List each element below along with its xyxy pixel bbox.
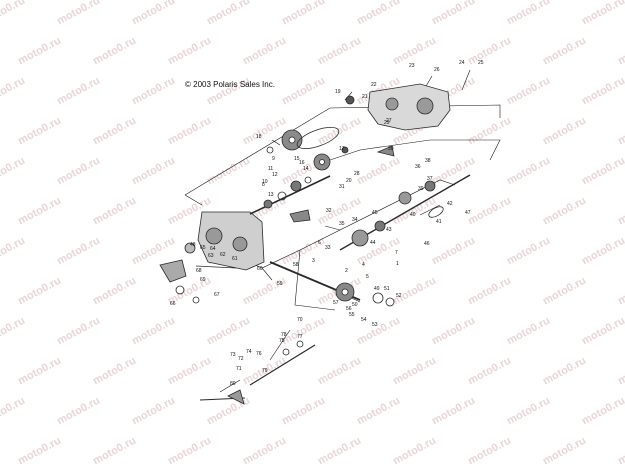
part-callout-number: 28 — [354, 171, 360, 177]
part-callout-number: 26 — [434, 67, 440, 73]
part-callout-number: 63 — [208, 253, 214, 259]
part-callout-number: 68 — [196, 268, 202, 274]
assembly-guide-line-shaft2 — [261, 267, 273, 281]
part-callout-number: 44 — [370, 240, 376, 246]
bracket-part — [289, 209, 311, 223]
assembly-guide-line-left — [184, 194, 203, 206]
copyright-notice: © 2003 Polaris Sales Inc. — [185, 80, 275, 89]
part-callout-number: 32 — [326, 208, 332, 214]
assembly-guide-line-shaft — [294, 249, 336, 311]
part-callout-number: 17 — [339, 146, 345, 152]
part-callout-number: 4 — [362, 262, 365, 268]
part-callout-number: 9 — [272, 156, 275, 162]
part-callout-number: 40 — [410, 212, 416, 218]
part-callout-number: 23 — [409, 63, 415, 69]
part-callout-number: 58 — [293, 262, 299, 268]
part-callout-number: 49 — [374, 286, 380, 292]
part-callout-number: 66 — [170, 301, 176, 307]
part-callout-number: 41 — [436, 219, 442, 225]
part-callout-number: 51 — [384, 286, 390, 292]
part-callout-number: 19 — [335, 89, 341, 95]
part-callout-number: 35 — [339, 221, 345, 227]
part-callout-number: 8 — [262, 182, 265, 188]
part-callout-number: 73 — [230, 352, 236, 358]
part-callout-number: 20 — [346, 178, 352, 184]
part-callout-number: 11 — [268, 166, 273, 172]
part-callout-number: 3 — [312, 258, 315, 264]
part-callout-number: 22 — [371, 82, 377, 88]
countershaft-part — [249, 175, 331, 215]
drive-chain-part — [296, 126, 340, 150]
part-callout-number: 54 — [361, 317, 367, 323]
part-callout-number: 1 — [396, 261, 399, 267]
part-callout-number: 70 — [297, 317, 303, 323]
part-callout-number: 77 — [297, 334, 303, 340]
part-callout-number: 13 — [268, 192, 274, 198]
part-callout-number: 50 — [352, 302, 358, 308]
part-callout-number: 52 — [396, 293, 402, 299]
shift-linkage-part — [159, 259, 187, 283]
part-callout-number: 62 — [220, 252, 226, 258]
part-callout-number: 61 — [232, 256, 238, 262]
part-callout-number: 36 — [415, 164, 421, 170]
part-callout-number: 7 — [395, 250, 398, 256]
part-callout-number: 67 — [214, 292, 220, 298]
part-callout-number: 33 — [325, 245, 331, 251]
part-callout-number: 45 — [372, 210, 378, 216]
part-callout-number: 79 — [262, 368, 268, 374]
part-callout-number: 76 — [256, 351, 262, 357]
assembly-guide-line-mid — [329, 139, 501, 161]
part-callout-number: 21 — [362, 94, 368, 100]
part-callout-number: 10 — [262, 179, 268, 185]
transmission-cover-part — [367, 83, 451, 131]
part-callout-number: 18 — [256, 134, 262, 140]
part-callout-number: 71 — [236, 366, 242, 372]
part-callout-number: 46 — [424, 241, 430, 247]
part-callout-number: 74 — [246, 349, 252, 355]
part-callout-number: 56 — [346, 306, 352, 312]
part-callout-number: 60 — [257, 266, 263, 272]
part-callout-number: 14 — [303, 166, 309, 172]
part-callout-number: 47 — [465, 210, 471, 216]
part-callout-number: 24 — [459, 60, 465, 66]
part-callout-number: 80 — [230, 381, 236, 387]
part-callout-number: 25 — [478, 60, 484, 66]
shift-shaft-part — [249, 344, 316, 386]
part-callout-number: 53 — [372, 322, 378, 328]
part-callout-number: 78 — [281, 332, 287, 338]
part-callout-number: 29 — [384, 120, 390, 126]
part-callout-number: 2 — [345, 268, 348, 274]
part-callout-number: 69 — [200, 277, 206, 283]
part-callout-number: 39 — [418, 186, 424, 192]
part-callout-number: 55 — [349, 312, 355, 318]
part-callout-number: 12 — [272, 172, 278, 178]
part-callout-number: 57 — [333, 300, 339, 306]
part-callout-number: 27 — [386, 118, 392, 124]
part-callout-number: 6 — [318, 240, 321, 246]
part-callout-number: 72 — [238, 356, 244, 362]
part-callout-number: 16 — [299, 160, 305, 166]
part-callout-number: 43 — [386, 227, 392, 233]
part-callout-number: 5 — [366, 274, 369, 280]
part-callout-number: 15 — [294, 156, 300, 162]
part-callout-number: 30 — [388, 146, 394, 152]
part-callout-number: 48 — [190, 242, 196, 248]
part-callout-number: 38 — [425, 158, 431, 164]
part-callout-number: 65 — [200, 245, 206, 251]
part-callout-number: 59 — [277, 281, 283, 287]
part-callout-number: 42 — [447, 201, 453, 207]
part-callout-number: 31 — [339, 184, 345, 190]
part-callout-number: 34 — [352, 217, 358, 223]
part-callout-number: 37 — [427, 176, 433, 182]
part-callout-number: 75 — [279, 338, 285, 344]
part-callout-number: 64 — [210, 246, 216, 252]
